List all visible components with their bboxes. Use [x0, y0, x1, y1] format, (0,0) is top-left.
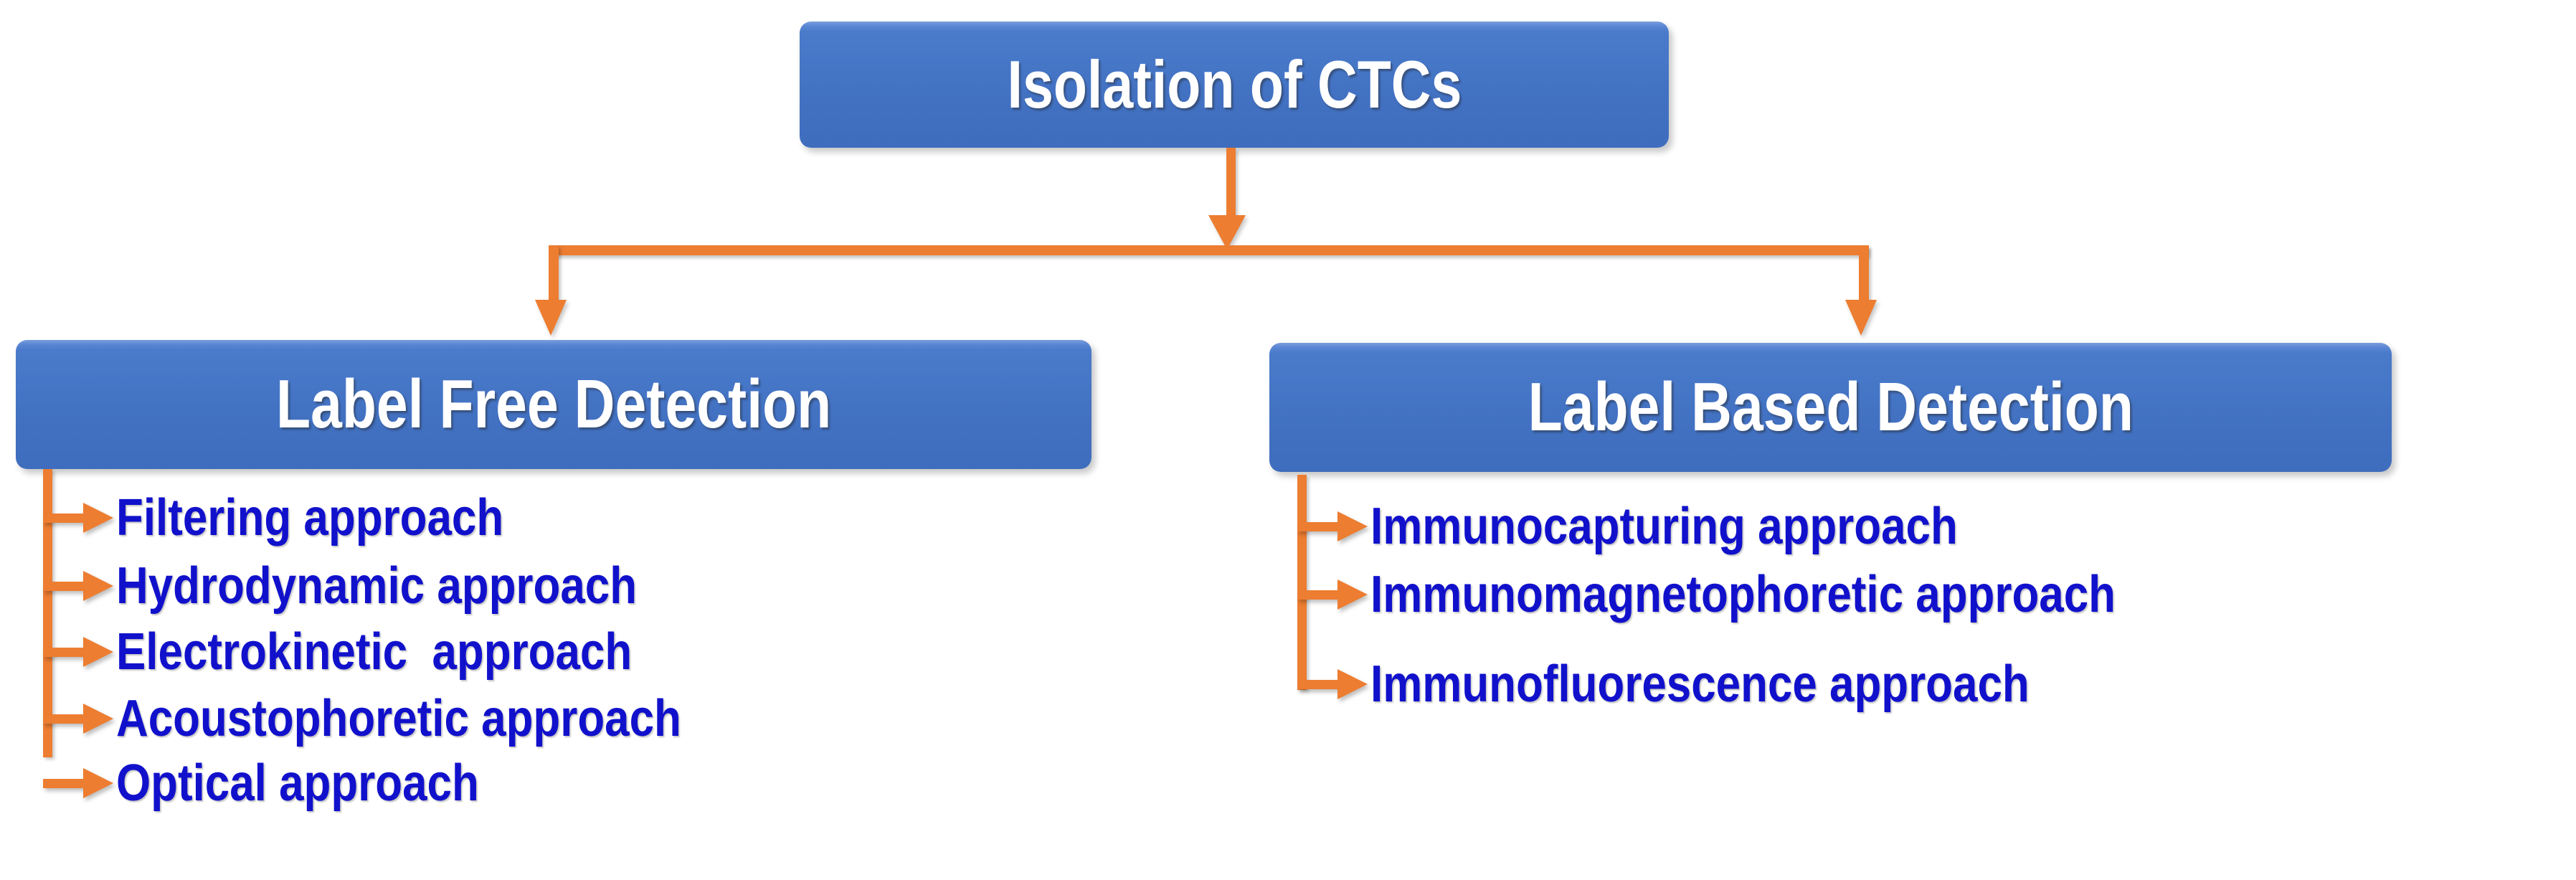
arrow-right-icon — [1297, 579, 1368, 610]
connector-root-vertical — [1226, 148, 1236, 225]
node-label-right-branch: Label Based Detection — [1528, 369, 2134, 445]
list-item-label: Acoustophoretic approach — [116, 690, 681, 747]
bullet-trunk-left — [43, 469, 52, 757]
arrow-down-icon-right-branch — [1845, 300, 1877, 336]
node-isolation-of-ctcs[interactable]: Isolation of CTCs — [800, 22, 1669, 148]
list-item-label: Optical approach — [116, 754, 479, 812]
list-item[interactable]: Acoustophoretic approach — [43, 686, 773, 752]
arrow-right-icon — [43, 571, 113, 601]
list-item[interactable]: Immunocapturing approach — [1297, 493, 2053, 559]
list-item[interactable]: Electrokinetic approach — [43, 619, 716, 685]
arrow-right-icon — [1297, 669, 1368, 699]
arrow-right-icon — [43, 768, 113, 798]
connector-horizontal-bus — [549, 245, 1868, 255]
list-item[interactable]: Filtering approach — [43, 485, 567, 551]
connector-drop-left — [549, 245, 559, 308]
arrow-down-icon-left-branch — [535, 300, 567, 336]
node-label-free-detection[interactable]: Label Free Detection — [16, 340, 1092, 469]
arrow-right-icon — [1297, 511, 1368, 541]
list-item-label: Immunomagnetophoretic approach — [1370, 566, 2116, 623]
list-item[interactable]: Optical approach — [43, 750, 538, 816]
arrow-down-icon-root — [1208, 215, 1246, 250]
list-item-label: Electrokinetic approach — [116, 623, 633, 681]
list-item[interactable]: Hydrodynamic approach — [43, 553, 721, 619]
list-item-label: Immunocapturing approach — [1370, 498, 1958, 555]
arrow-right-icon — [43, 637, 113, 667]
list-item[interactable]: Immunofluorescence approach — [1297, 651, 2136, 717]
connector-drop-right — [1859, 245, 1869, 308]
node-label-root: Isolation of CTCs — [1007, 47, 1462, 122]
node-label-based-detection[interactable]: Label Based Detection — [1269, 343, 2392, 472]
list-item-label: Hydrodynamic approach — [116, 557, 638, 615]
list-item-label: Immunofluorescence approach — [1370, 656, 2030, 713]
arrow-right-icon — [43, 704, 113, 734]
list-item[interactable]: Immunomagnetophoretic approach — [1297, 562, 2237, 628]
list-item-label: Filtering approach — [116, 489, 504, 547]
arrow-right-icon — [43, 503, 113, 533]
node-label-left-branch: Label Free Detection — [275, 366, 832, 443]
